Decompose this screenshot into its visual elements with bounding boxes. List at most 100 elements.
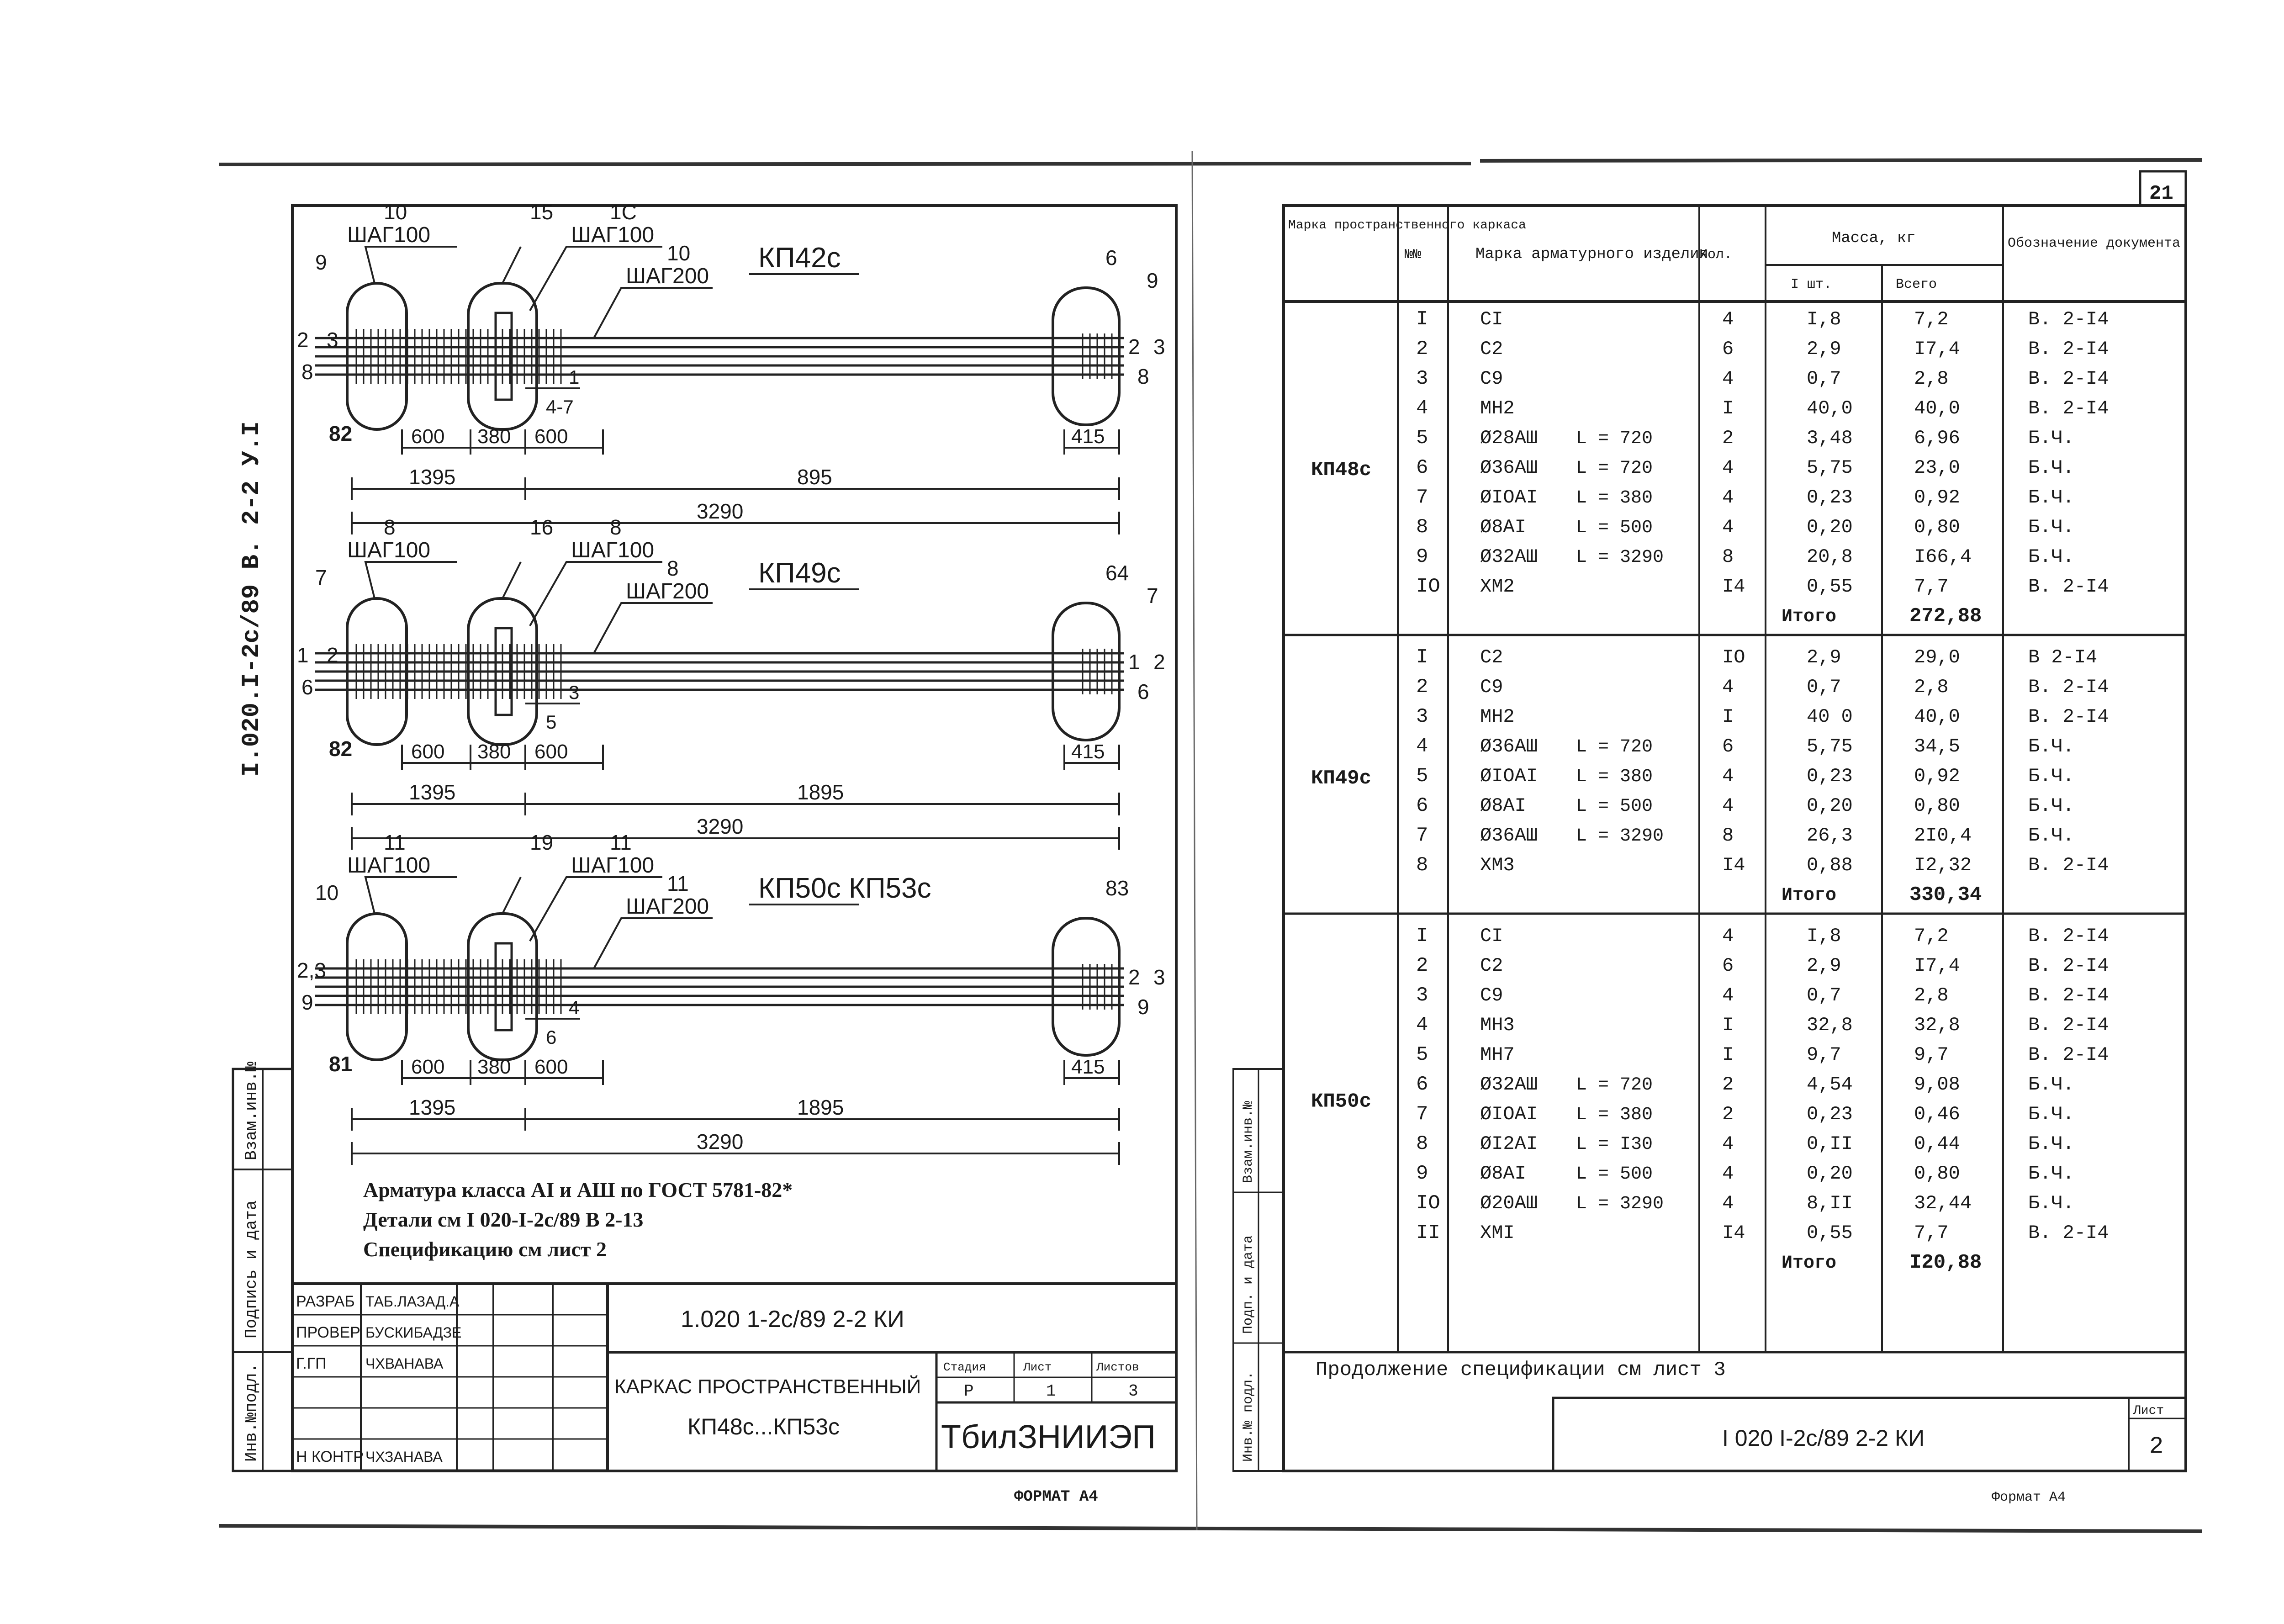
- cell-mass-one: 0,20: [1807, 516, 1853, 538]
- cell-qty: 4: [1722, 765, 1734, 787]
- left-end-tag: 9: [315, 250, 327, 274]
- dim-380: 380: [477, 741, 511, 763]
- note-line-2: Детали см I 020-I-2с/89 В 2-13: [363, 1208, 643, 1231]
- cell-doc: В. 2-I4: [2028, 984, 2109, 1006]
- group-total-label: Итого: [1782, 885, 1836, 906]
- dim-total: 3290: [697, 815, 743, 838]
- cell-length: L = 380: [1576, 767, 1653, 787]
- left-shag-label: ШАГ100: [347, 853, 430, 878]
- cell-name: СI: [1480, 308, 1503, 330]
- cell-qty: I4: [1722, 854, 1745, 876]
- cell-name: ØIОАI: [1480, 487, 1538, 508]
- section-top: 3: [569, 682, 579, 703]
- cell-no: 3: [1416, 984, 1428, 1007]
- left-pos-top: 2: [297, 328, 309, 352]
- cell-mass-all: 2,8: [1914, 676, 1949, 698]
- cell-doc: Б.Ч.: [2028, 546, 2074, 568]
- cell-name: С2: [1480, 955, 1503, 977]
- header-mass: Масса, кг: [1832, 230, 1916, 247]
- cell-name: С9: [1480, 368, 1503, 390]
- cell-mass-all: 2,8: [1914, 984, 1949, 1006]
- group-total: 330,34: [1909, 883, 1982, 906]
- note-line-3: Спецификацию см лист 2: [363, 1238, 607, 1261]
- mid-top-number-2: 8: [610, 515, 622, 539]
- left-pos-bottom: 8: [301, 360, 313, 384]
- left-strip-inv: Инв.№подл.: [242, 1363, 261, 1462]
- cell-no: 3: [1416, 705, 1428, 728]
- cell-no: 9: [1416, 545, 1428, 568]
- cell-mass-one: 40,0: [1807, 397, 1853, 419]
- cell-mass-all: 0,92: [1914, 487, 1960, 508]
- role-label: Г.ГП: [296, 1355, 327, 1372]
- section-top: 1: [569, 366, 579, 388]
- role-name: ТАБ.ЛАЗАД.А: [365, 1293, 460, 1310]
- cell-no: 8: [1416, 516, 1428, 539]
- cell-qty: I4: [1722, 1222, 1745, 1244]
- cell-mass-all: 7,2: [1914, 925, 1949, 947]
- cell-name: С9: [1480, 676, 1503, 698]
- cell-qty: 4: [1722, 984, 1734, 1006]
- cell-mass-all: 34,5: [1914, 735, 1960, 757]
- dim-middle: 895: [797, 465, 832, 489]
- loop-tag: 82: [329, 422, 352, 445]
- cell-mass-one: 0,7: [1807, 368, 1841, 390]
- cell-mass-all: I2,32: [1914, 854, 1972, 876]
- cell-mass-one: 0,7: [1807, 676, 1841, 698]
- role-label: Н КОНТР: [296, 1448, 364, 1465]
- cell-doc: В. 2-I4: [2028, 854, 2109, 876]
- left-pos-bottom: 9: [301, 990, 313, 1014]
- cell-length: L = 380: [1576, 488, 1653, 508]
- cell-mass-all: I66,4: [1914, 546, 1972, 568]
- cell-mass-all: 0,80: [1914, 1163, 1960, 1185]
- cell-doc: Б.Ч.: [2028, 487, 2074, 508]
- cell-qty: 4: [1722, 925, 1734, 947]
- cell-qty: 4: [1722, 1133, 1734, 1155]
- right-pos-top: 1: [1128, 650, 1140, 674]
- cell-no: 4: [1416, 1014, 1428, 1037]
- cell-mass-one: 32,8: [1807, 1014, 1853, 1036]
- cell-mass-all: 2,8: [1914, 368, 1949, 390]
- continuation-note: Продолжение спецификации см лист 3: [1316, 1359, 1726, 1381]
- sheet-value: 1: [1046, 1382, 1056, 1401]
- cell-qty: 4: [1722, 1163, 1734, 1185]
- cell-name: МН7: [1480, 1044, 1515, 1066]
- cell-name: Ø8АI: [1480, 516, 1526, 538]
- dim-600-b: 600: [534, 1056, 568, 1078]
- cell-doc: В. 2-I4: [2028, 338, 2109, 360]
- cell-doc: В. 2-I4: [2028, 308, 2109, 330]
- cell-mass-one: 5,75: [1807, 735, 1853, 757]
- cell-no: 6: [1416, 456, 1428, 479]
- cell-length: L = 3290: [1576, 547, 1664, 568]
- section-bottom: 6: [546, 1026, 556, 1048]
- mid-top-number: 16: [530, 515, 553, 539]
- cell-doc: Б.Ч.: [2028, 1133, 2074, 1155]
- cell-mass-all: 9,7: [1914, 1044, 1949, 1066]
- dim-415: 415: [1071, 741, 1105, 763]
- stage-value: Р: [964, 1382, 974, 1401]
- cell-length: L = 380: [1576, 1105, 1653, 1125]
- cell-name: МН3: [1480, 1014, 1515, 1036]
- section-bottom: 5: [546, 711, 556, 733]
- cell-name: ХМI: [1480, 1222, 1515, 1244]
- mid-shag-label: ШАГ200: [626, 894, 709, 919]
- header-no: №№: [1405, 247, 1421, 263]
- cell-name: СI: [1480, 925, 1503, 947]
- right-pos-top-2: 3: [1153, 965, 1165, 989]
- left-end-tag: 10: [315, 881, 338, 905]
- cell-no: 8: [1416, 854, 1428, 877]
- right-pos-bottom: 6: [1137, 680, 1149, 704]
- cell-mass-one: 40 0: [1807, 706, 1853, 728]
- cell-no: 7: [1416, 824, 1428, 847]
- cell-name: МН2: [1480, 706, 1515, 728]
